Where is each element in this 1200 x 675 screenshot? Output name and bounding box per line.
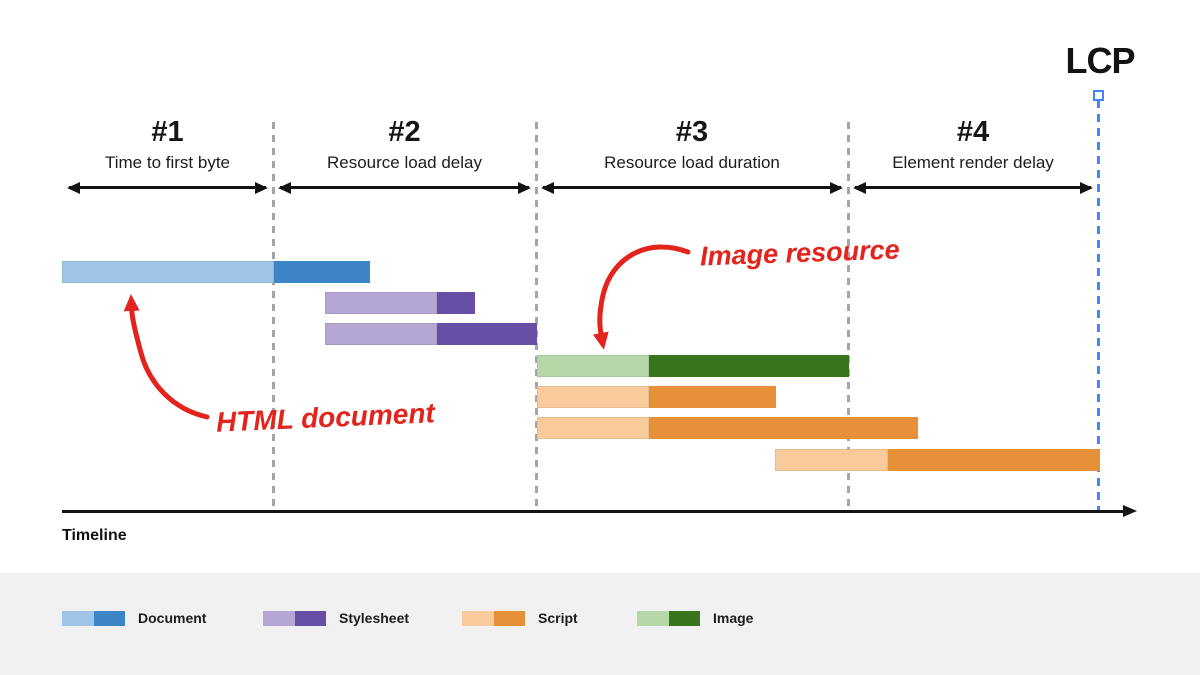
phase-separator <box>847 122 850 512</box>
legend-item-label: Image <box>713 610 754 626</box>
bar-dark-segment <box>274 261 370 283</box>
legend-item-script: Script <box>462 610 578 626</box>
phase-label: Time to first byte <box>104 153 230 173</box>
legend-item-image: Image <box>637 610 753 626</box>
bar-dark-segment <box>649 355 849 377</box>
bar-light-segment <box>537 355 649 377</box>
phase-separator <box>535 122 538 512</box>
phase-number: #1 <box>151 116 184 148</box>
bar-dark-segment <box>437 323 537 345</box>
bar-light-segment <box>325 292 437 314</box>
bar-dark-segment <box>888 449 1100 471</box>
phase-separator <box>272 122 275 512</box>
legend-item-label: Stylesheet <box>339 610 410 626</box>
legend-swatch-image <box>637 610 700 626</box>
image-resource-arrow <box>592 244 691 350</box>
legend-item-stylesheet: Stylesheet <box>263 610 409 626</box>
legend-swatch-stylesheet <box>263 610 326 626</box>
phase-label: Resource load delay <box>327 153 482 173</box>
phase-3: #3 Resource load duration <box>536 116 848 194</box>
html-document-arrow <box>123 294 210 420</box>
phase-range-arrow <box>853 181 1093 194</box>
script-bar <box>775 449 1100 471</box>
phase-label: Resource load duration <box>604 153 780 173</box>
phase-number: #4 <box>956 116 990 148</box>
phase-range-arrow <box>541 181 843 194</box>
lcp-title: LCP <box>1065 40 1136 81</box>
bar-light-segment <box>537 386 649 408</box>
script-bar <box>537 386 776 408</box>
phase-range-arrow <box>278 181 531 194</box>
html-document-annotation: HTML document <box>215 397 436 438</box>
lcp-marker-icon <box>1093 90 1104 101</box>
legend-swatch-script <box>462 610 525 626</box>
bar-light-segment <box>537 417 649 439</box>
legend-item-label: Document <box>138 610 207 626</box>
image-bar <box>537 355 849 377</box>
bar-dark-segment <box>649 386 776 408</box>
document-bar <box>62 261 370 283</box>
phase-range-arrow <box>67 181 268 194</box>
bar-dark-segment <box>649 417 918 439</box>
legend: Document Stylesheet Script Image <box>0 573 1200 675</box>
stylesheet-bar <box>325 323 537 345</box>
phase-label: Element render delay <box>892 153 1054 173</box>
phase-1: #1 Time to first byte <box>62 116 273 194</box>
legend-item-document: Document <box>62 610 206 626</box>
image-resource-annotation: Image resource <box>699 234 901 272</box>
legend-item-label: Script <box>538 610 578 626</box>
bar-dark-segment <box>437 292 475 314</box>
phase-2: #2 Resource load delay <box>273 116 536 194</box>
lcp-dashed-line <box>1097 100 1100 512</box>
bar-light-segment <box>62 261 274 283</box>
timeline-label: Timeline <box>62 527 127 544</box>
script-bar <box>537 417 918 439</box>
bar-light-segment <box>325 323 437 345</box>
bar-light-segment <box>775 449 888 471</box>
legend-swatch-document <box>62 610 125 626</box>
phase-number: #3 <box>675 116 709 148</box>
stylesheet-bar <box>325 292 475 314</box>
phase-4: #4 Element render delay <box>848 116 1098 194</box>
timeline-axis <box>62 505 1137 517</box>
phase-number: #2 <box>388 116 421 148</box>
